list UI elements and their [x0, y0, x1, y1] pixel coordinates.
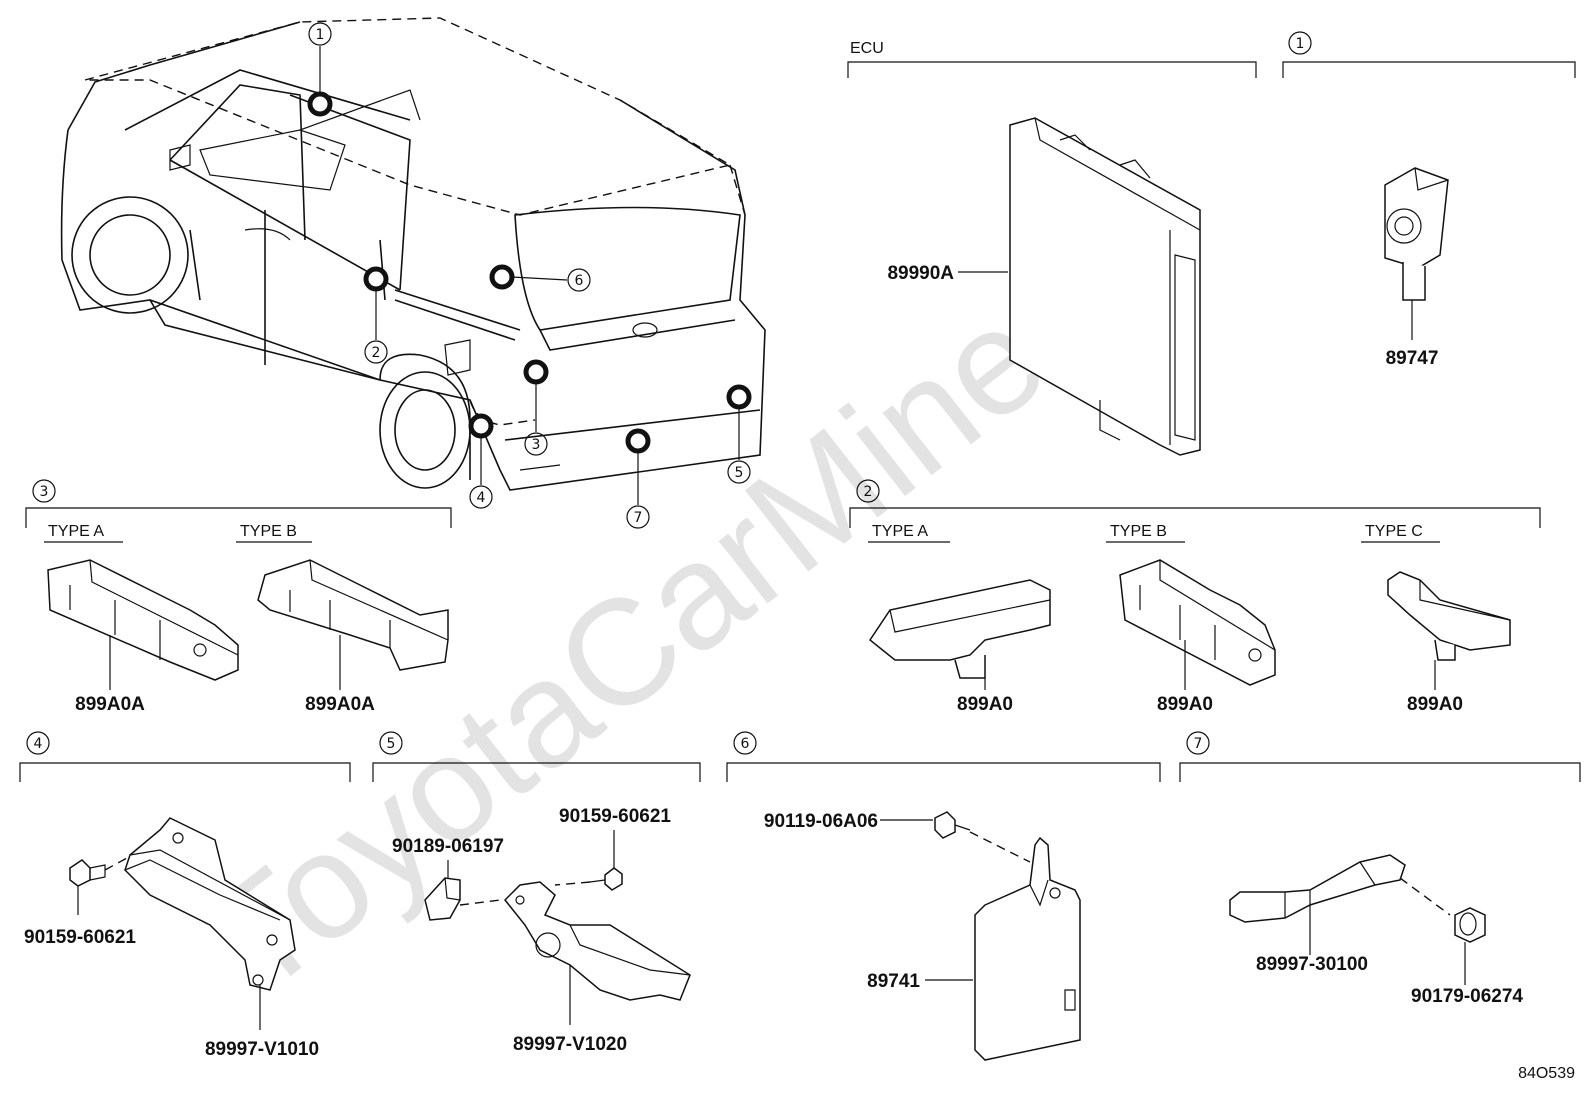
ecu-group: ECU 89990A — [847, 40, 1257, 456]
group-3-type-a-part: 899A0A — [75, 694, 145, 715]
svg-text:6: 6 — [575, 273, 584, 289]
group-2-type-c-label: TYPE C — [1365, 523, 1423, 540]
bolt-90119-06a06 — [934, 811, 956, 839]
group-4: 4 90159-60621 89997-V1010 — [19, 731, 351, 1060]
group-7-number: 7 — [1194, 736, 1203, 752]
group-2-type-c-part: 899A0 — [1407, 694, 1463, 715]
group-5: 5 90189-06197 90159-60621 89997-V1020 — [372, 731, 701, 1055]
group-3-type-b-label: TYPE B — [240, 523, 297, 540]
svg-text:2: 2 — [372, 345, 381, 361]
vehicle-callout-1: 1 — [308, 22, 332, 46]
bracket-89997-30100 — [1229, 854, 1406, 923]
bracket-89997-v1010 — [124, 817, 296, 991]
group-2-type-b-part: 899A0 — [1157, 694, 1213, 715]
group-3-type-a-label: TYPE A — [48, 523, 104, 540]
group-4-bolt-part: 90159-60621 — [24, 927, 136, 948]
svg-text:1: 1 — [316, 27, 325, 43]
group-3-number: 3 — [40, 484, 49, 500]
ecu-unit — [1009, 117, 1201, 456]
group-5-bracket-part: 89997-V1020 — [513, 1034, 627, 1055]
sensor-2-type-a — [868, 579, 1051, 661]
sensor-3-type-a — [47, 559, 239, 681]
callout-leaders — [319, 46, 740, 505]
group-2-type-a-label: TYPE A — [872, 523, 928, 540]
bolt-90159-60621 — [69, 859, 91, 887]
group-6-number: 6 — [741, 736, 750, 752]
vehicle-callout-7: 7 — [626, 505, 650, 529]
group-5-bolt-part: 90159-60621 — [559, 806, 671, 827]
vehicle-callout-4: 4 — [469, 485, 493, 509]
group-7-bracket-part: 89997-30100 — [1256, 954, 1368, 975]
group-2-type-a-part: 899A0 — [957, 694, 1013, 715]
bracket-89997-v1020 — [503, 881, 691, 1001]
sensor-2-type-c — [1387, 571, 1511, 651]
vehicle-illustration — [60, 17, 766, 491]
group-7: 7 89997-30100 90179-06274 — [1179, 731, 1581, 1007]
sensor-markers — [307, 91, 752, 454]
vehicle-callout-2: 2 — [364, 340, 388, 364]
group-5-number: 5 — [387, 736, 396, 752]
group-1-part-number: 89747 — [1386, 348, 1439, 369]
group-5-clip-part: 90189-06197 — [392, 836, 504, 857]
vehicle-callout-3: 3 — [524, 432, 548, 456]
ecu-header: ECU — [850, 40, 884, 57]
group-6: 6 90119-06A06 89741 — [726, 731, 1161, 1061]
group-1-number: 1 — [1296, 36, 1305, 52]
bolt-90159-60621-b — [604, 867, 623, 891]
svg-text:7: 7 — [634, 510, 643, 526]
group-3: 3 TYPE A 899A0A TYPE B 899A0A — [25, 479, 452, 715]
group-4-number: 4 — [34, 736, 43, 752]
module-89741 — [974, 836, 1081, 1061]
sensor-2-type-b — [1119, 559, 1276, 686]
group-6-part-number: 89741 — [867, 971, 920, 992]
group-3-type-b-part: 899A0A — [305, 694, 375, 715]
group-2-number: 2 — [864, 484, 873, 500]
svg-text:3: 3 — [532, 437, 541, 453]
sensor-3-type-b — [257, 559, 449, 671]
group-2: 2 TYPE A 899A0 TYPE B 899A0 TYPE C 899A0 — [849, 479, 1541, 715]
group-1: 1 89747 — [1282, 31, 1576, 369]
group-6-bolt-part: 90119-06A06 — [764, 811, 878, 832]
diagram-code: 84O539 — [1518, 1065, 1575, 1082]
ecu-part-number: 89990A — [887, 263, 954, 284]
group-4-bracket-part: 89997-V1010 — [205, 1039, 319, 1060]
group-2-type-b-label: TYPE B — [1110, 523, 1167, 540]
vehicle-callout-6: 6 — [567, 268, 591, 292]
svg-text:4: 4 — [477, 490, 486, 506]
svg-text:5: 5 — [735, 465, 744, 481]
vehicle-callout-5: 5 — [727, 460, 751, 484]
group-7-nut-part: 90179-06274 — [1411, 986, 1523, 1007]
